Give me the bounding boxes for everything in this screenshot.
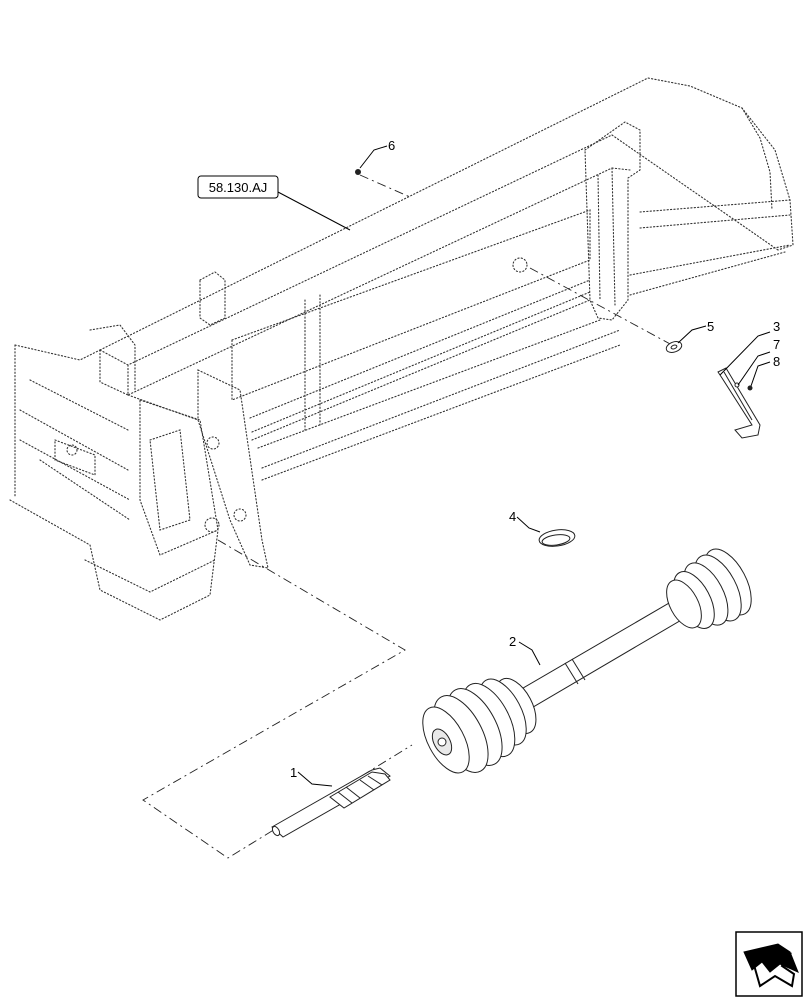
callout-2: 2 xyxy=(509,634,516,649)
callout-1: 1 xyxy=(290,765,297,780)
callout-4: 4 xyxy=(509,509,516,524)
snap-ring-part-4 xyxy=(538,529,576,547)
callout-3: 3 xyxy=(773,319,780,334)
callout-5: 5 xyxy=(707,319,714,334)
left-bellow xyxy=(422,677,537,774)
callout-7: 7 xyxy=(773,337,780,352)
callout-6: 6 xyxy=(388,138,395,153)
hardware-parts-7-8 xyxy=(734,382,753,391)
bolt-part-6 xyxy=(355,169,361,175)
return-arrow-icon[interactable] xyxy=(735,931,803,997)
washer-part-5 xyxy=(665,341,683,353)
reference-label-box[interactable] xyxy=(197,175,279,199)
splined-shaft-part-1 xyxy=(271,767,391,838)
callouts: 1 2 3 4 5 6 7 8 xyxy=(290,138,780,780)
header-frame xyxy=(9,77,794,621)
reference-label[interactable]: 58.130.AJ xyxy=(197,175,279,199)
reference-label-text: 58.130.AJ xyxy=(209,180,268,195)
phantom-lines xyxy=(142,174,673,859)
right-bellow xyxy=(666,548,752,629)
leader-lines xyxy=(277,145,771,787)
callout-8: 8 xyxy=(773,354,780,369)
drive-shaft-part-2 xyxy=(422,548,752,774)
